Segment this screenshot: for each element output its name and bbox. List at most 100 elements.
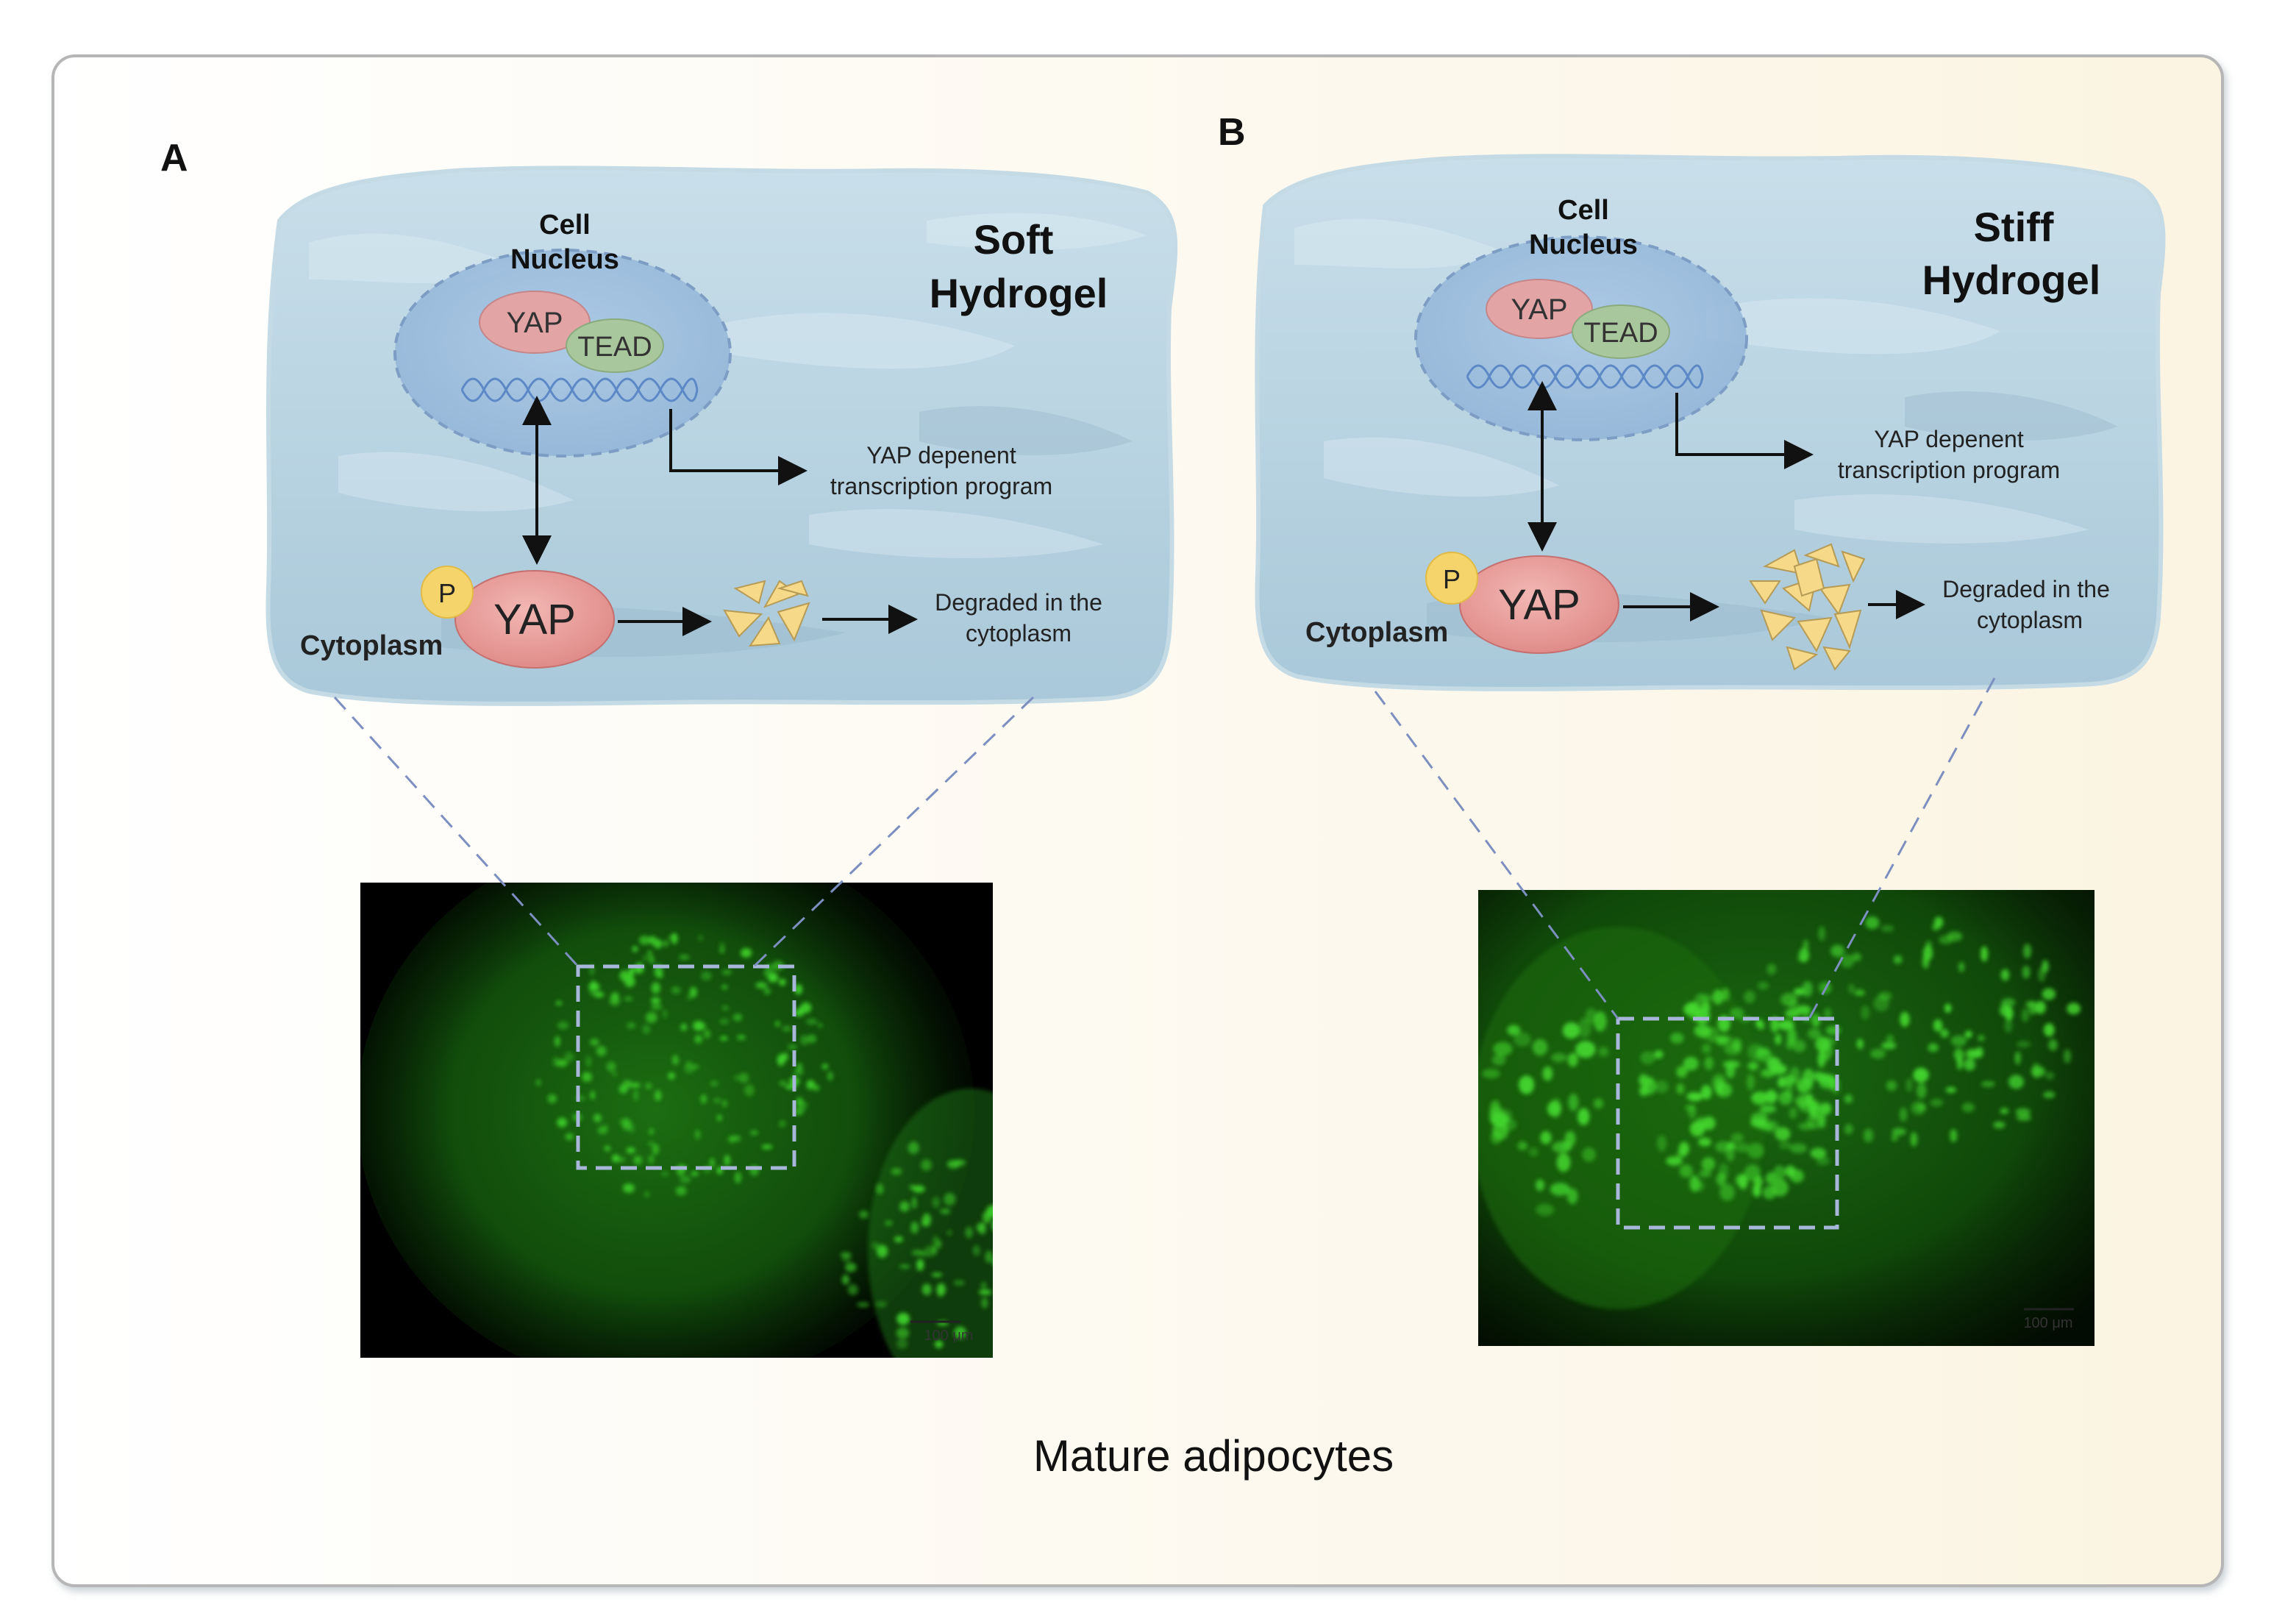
fluorescent-cell: [722, 1099, 727, 1108]
fluorescent-cell: [1840, 954, 1854, 969]
fluorescent-cell: [2043, 1091, 2056, 1099]
fluorescent-cell: [2004, 1018, 2013, 1033]
fluorescent-cell: [2043, 1023, 2055, 1037]
fluorescent-cell: [593, 1114, 602, 1122]
fluorescent-cell: [936, 1239, 942, 1249]
fluorescent-cell: [755, 982, 768, 989]
fluorescent-cell: [1917, 1104, 1926, 1111]
fluorescent-cell: [622, 1183, 635, 1193]
fluorescent-cell: [1856, 1039, 1864, 1050]
fluorescent-cell: [734, 1172, 742, 1183]
fluorescent-cell: [642, 955, 652, 961]
fluorescent-cell: [2031, 1066, 2046, 1078]
fluorescent-cell: [738, 1072, 749, 1083]
fluorescent-cell: [1639, 1086, 1649, 1097]
fluorescent-cell: [1756, 1122, 1774, 1130]
zoom-box-b: [1616, 1016, 1839, 1230]
fluorescent-cell: [908, 1142, 919, 1154]
micrograph-b-content: [1478, 890, 2094, 1346]
fluorescent-cell: [1726, 1142, 1736, 1150]
fluorescent-cell: [660, 1172, 669, 1177]
zoom-line-a-right: [752, 696, 1035, 968]
fluorescent-cell: [1950, 1128, 1958, 1143]
fluorescent-cell: [612, 1154, 620, 1163]
fluorescent-cell: [1679, 1164, 1693, 1178]
fluorescent-cell: [992, 1261, 993, 1264]
phosphate-circle: [421, 566, 474, 619]
fluorescent-cell: [769, 972, 775, 982]
fluorescent-cell: [1785, 1165, 1796, 1176]
fluorescent-cell: [1861, 1005, 1870, 1020]
transcription-arrow: [1675, 393, 1814, 469]
figure-caption: Mature adipocytes: [1033, 1431, 1394, 1481]
fluorescent-cell: [1556, 1153, 1571, 1172]
fluorescent-cell: [1939, 935, 1953, 944]
fluorescent-cell: [2000, 969, 2010, 981]
fluorescent-cell: [716, 1114, 722, 1122]
panel-b: B Cell Nucleus YAP TEAD YAP depenent tra…: [1218, 111, 2166, 1346]
fluorescent-cell: [647, 950, 652, 956]
fluorescent-cell: [1792, 1039, 1806, 1053]
fluorescent-cell: [936, 1283, 946, 1296]
fluorescent-cell: [954, 1326, 966, 1339]
fluorescent-cell: [1722, 1060, 1740, 1069]
tead-oval: [566, 318, 664, 373]
fluorescent-cell: [1535, 1179, 1545, 1192]
fluorescent-cell: [1928, 1043, 1939, 1053]
fluorescent-cell: [986, 1205, 993, 1218]
degraded-label-line1: Degraded in the: [935, 589, 1102, 616]
fluorescent-cell: [2042, 960, 2049, 973]
fluorescent-cell: [1746, 1074, 1755, 1091]
fluorescent-cell: [596, 1046, 607, 1056]
fluorescent-cell: [1716, 1035, 1733, 1044]
fluorescent-cell: [1775, 1033, 1782, 1045]
fluorescent-cell: [1519, 1075, 1535, 1094]
fluorescent-cell: [1789, 1143, 1808, 1153]
dna-icon: [460, 377, 699, 402]
fluorescent-cell: [555, 1036, 560, 1047]
fluorescent-cell: [552, 1056, 560, 1067]
fluorescent-cell: [857, 1302, 869, 1308]
fluorescent-cell: [1881, 1041, 1897, 1050]
fluorescent-cell: [800, 1002, 812, 1014]
fluorescent-cell: [1798, 1099, 1814, 1113]
fluorescent-cell: [2034, 1000, 2046, 1014]
fluorescent-cell: [734, 1075, 740, 1080]
fluorescent-cell: [840, 1252, 852, 1258]
fluorescent-cell: [2021, 1008, 2029, 1022]
fluorescent-cell: [1542, 1066, 1553, 1081]
fluorescent-cell: [719, 1036, 728, 1041]
fluorescent-cell: [642, 1025, 651, 1034]
fluorescent-cell: [921, 1283, 932, 1296]
fluorescent-cell: [653, 939, 663, 949]
fluorescent-cell: [1753, 1182, 1761, 1195]
fluorescent-cell: [1917, 1082, 1927, 1099]
fluorescent-cell: [1892, 1128, 1906, 1136]
fluorescent-cell: [1799, 947, 1810, 963]
fluorescent-cell: [650, 997, 661, 1004]
fluorescent-cell: [910, 1221, 919, 1234]
fluorescent-cell: [612, 1072, 617, 1077]
fluorescent-cell: [1493, 1041, 1513, 1056]
fluorescent-cell: [1823, 1008, 1832, 1020]
fluorescent-cell: [626, 1147, 635, 1154]
fluorescent-cell: [894, 1236, 903, 1243]
fluorescent-cell: [2022, 965, 2031, 979]
fluorescent-cell: [921, 1159, 932, 1171]
fluorescent-cell: [2001, 998, 2016, 1007]
fluorescent-cell: [1958, 961, 1965, 972]
fluorescent-cell: [719, 1019, 730, 1025]
fluorescent-cell: [639, 936, 650, 945]
fluorescent-cell: [1950, 1035, 1967, 1047]
fluorescent-cell: [896, 1327, 910, 1339]
fluorescent-cell: [1852, 952, 1861, 961]
fluorescent-cell: [794, 1008, 805, 1017]
fluorescent-cell: [978, 1222, 987, 1235]
fluorescent-cell: [1819, 1103, 1832, 1115]
fluorescent-cell: [1863, 1128, 1874, 1143]
fluorescent-cell: [648, 1154, 655, 1164]
nucleus-label-line1: Cell: [539, 210, 591, 241]
fluorescent-cell: [1993, 1121, 2006, 1129]
fluorescent-cell: [919, 1250, 927, 1257]
dna-icon: [1466, 364, 1704, 389]
